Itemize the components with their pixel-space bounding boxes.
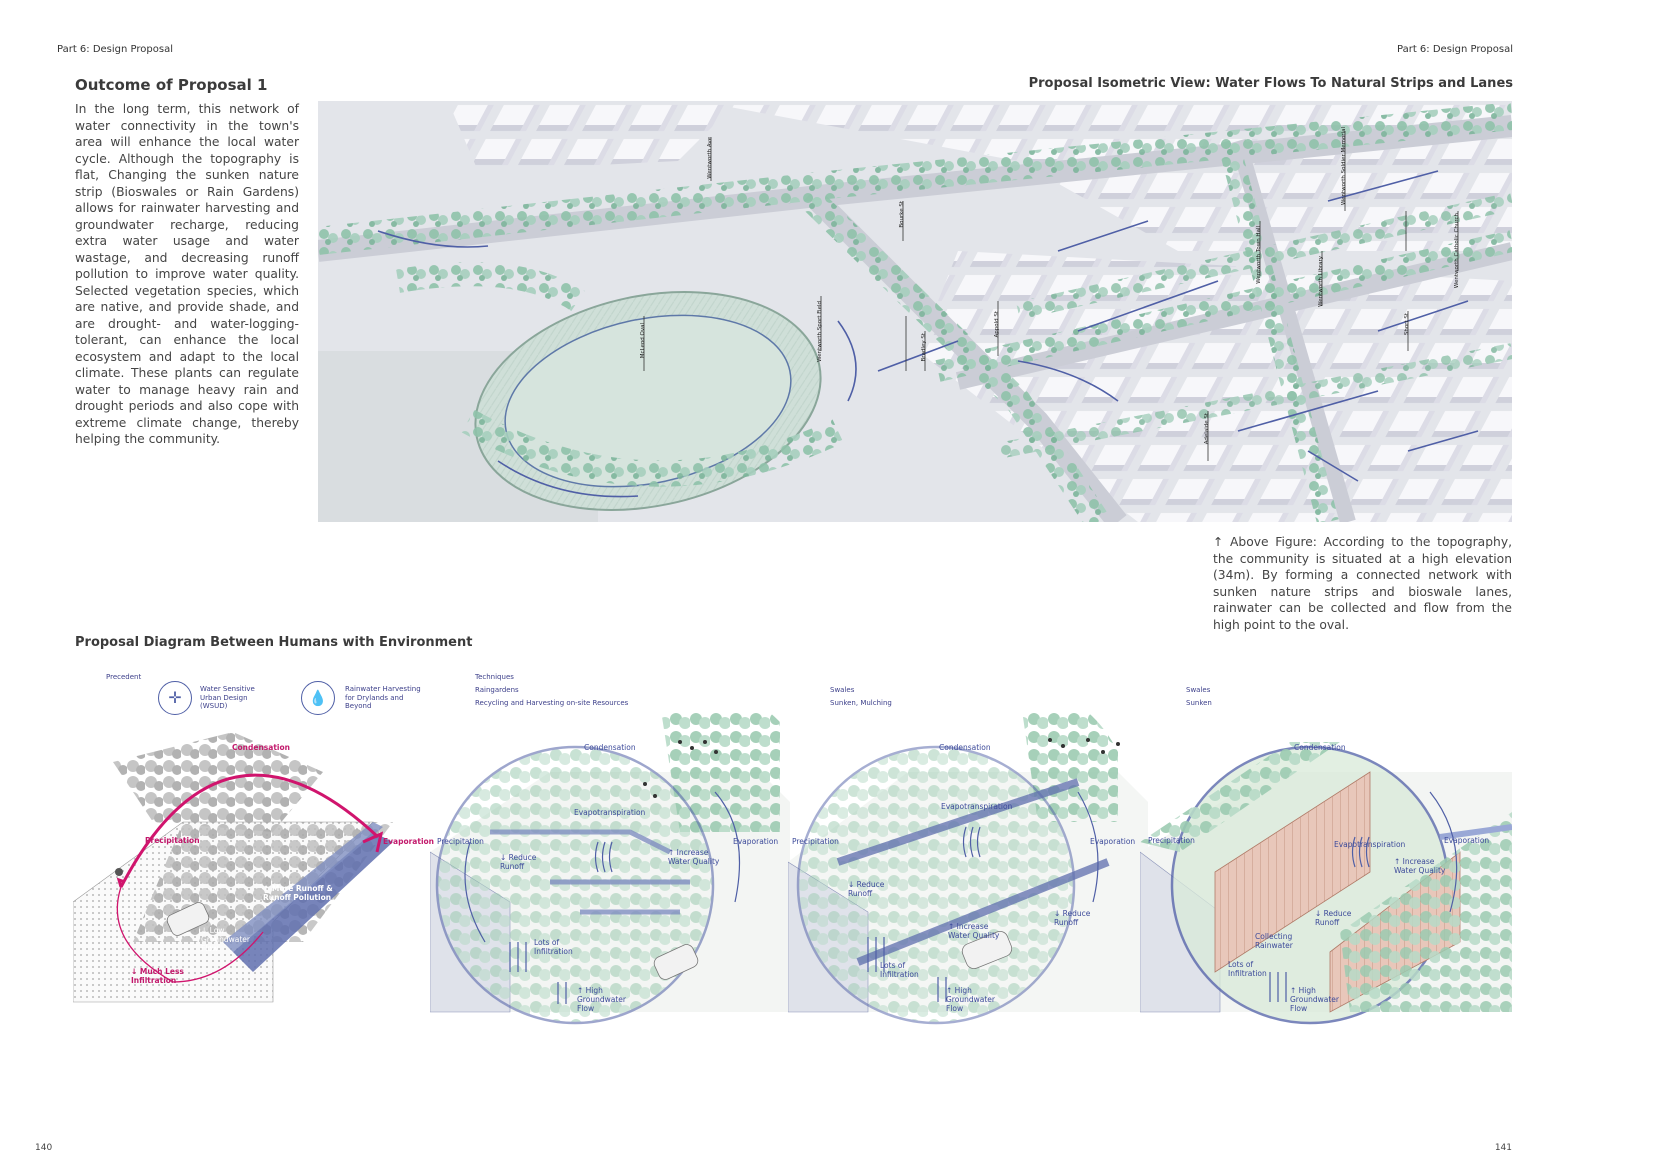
diagram-panel-raingardens: Condensation Precipitation Evaporation E… — [429, 672, 790, 1032]
p4-evaporation: Evaporation — [1444, 836, 1490, 845]
map-label-short: Short St — [1404, 313, 1410, 336]
outcome-body: In the long term, this network of water … — [75, 102, 299, 446]
wsud-icon: ✛ — [158, 681, 192, 715]
map-label-ave: Wentworth Ave — [707, 137, 713, 179]
isometric-map-graphic — [318, 101, 1512, 522]
diagram-panel-swales-sunken: Condensation Precipitation Evaporation E… — [1139, 712, 1513, 1032]
p4-precipitation: Precipitation — [1148, 836, 1195, 845]
rainwater-icon: 💧 — [301, 681, 335, 715]
map-label-town-hall: Wentworth Town Hall — [1256, 226, 1262, 284]
isometric-caption: ↑ Above Figure: According to the topogra… — [1213, 535, 1512, 632]
p3-groundwater: ↑ High Groundwater Flow — [946, 986, 995, 1013]
techniques-line-1: Raingardens — [475, 686, 519, 694]
p2-runoff: ↓ Reduce Runoff — [500, 853, 537, 871]
p4-collecting: Collecting Rainwater — [1255, 932, 1293, 950]
panel-swales-sunken-graphic — [1139, 742, 1513, 1025]
p1-evaporation: Evaporation — [383, 837, 435, 846]
p1-condensation: Condensation — [232, 743, 290, 752]
swales2-line: Sunken — [1186, 699, 1212, 707]
p1-groundwater: ↓ Low Groundwater Flow — [201, 926, 250, 953]
map-label-bourke: Bourke St — [899, 201, 905, 228]
techniques-heading: Techniques — [475, 673, 514, 681]
p2-infiltration: Lots of Infiltration — [534, 938, 573, 956]
diagram-panel-existing: Condensation Precipitation Evaporation ↑… — [72, 712, 435, 1032]
panel-existing-graphic — [72, 732, 393, 1003]
p3-infiltration: Lots of Infiltration — [880, 961, 919, 979]
map-label-library: Wentworth Library — [1318, 256, 1324, 307]
p3-evaporation: Evaporation — [1090, 837, 1136, 846]
p2-condensation: Condensation — [584, 743, 636, 752]
p3-quality: ↑ Increase Water Quality — [948, 922, 1000, 940]
p4-evapotranspiration: Evapotranspiration — [1334, 840, 1406, 849]
p4-runoff: ↓ Reduce Runoff — [1315, 909, 1352, 927]
map-label-appold: Appold St — [994, 311, 1000, 338]
map-label-church: Wentworth Catholic Church — [1454, 213, 1460, 289]
swales1-line: Sunken, Mulching — [830, 699, 892, 707]
p4-infiltration: Lots of Infiltration — [1228, 960, 1267, 978]
p3-runoff-left: ↓ Reduce Runoff — [848, 880, 885, 898]
p4-condensation: Condensation — [1294, 743, 1346, 752]
p2-evaporation: Evaporation — [733, 837, 779, 846]
map-label-memorial: Wentworth Soldier Memorial — [1341, 127, 1347, 205]
p4-quality: ↑ Increase Water Quality — [1394, 857, 1446, 875]
p2-precipitation: Precipitation — [437, 837, 484, 846]
p1-infiltration: ↓ Much Less Infiltration — [131, 967, 184, 985]
techniques-line-2: Recycling and Harvesting on-site Resourc… — [475, 699, 629, 707]
panel-swales-mulching-graphic — [787, 682, 1148, 1025]
p2-groundwater: ↑ High Groundwater Flow — [577, 986, 626, 1013]
p3-runoff-right: ↓ Reduce Runoff — [1054, 909, 1091, 927]
page-number-right: 141 — [1494, 1143, 1512, 1153]
isometric-title: Proposal Isometric View: Water Flows To … — [1028, 76, 1513, 91]
p2-quality: ↑ Increase Water Quality — [668, 848, 720, 866]
swales1-heading: Swales — [830, 686, 855, 694]
p1-precipitation: Precipitation — [145, 836, 200, 845]
map-label-bradley: Bradley St — [921, 333, 927, 362]
p3-condensation: Condensation — [939, 743, 991, 752]
precedent-heading: Precedent — [106, 673, 142, 681]
diagram-title: Proposal Diagram Between Humans with Env… — [75, 635, 473, 650]
p1-runoff: ↑ More Runoff & Runoff Pollution — [263, 884, 333, 902]
swales2-heading: Swales — [1186, 686, 1211, 694]
p3-precipitation: Precipitation — [792, 837, 839, 846]
panel-raingardens-graphic — [429, 672, 790, 1025]
p4-groundwater: ↑ High Groundwater Flow — [1290, 986, 1339, 1013]
outcome-title: Outcome of Proposal 1 — [75, 76, 268, 94]
page-number-left: 140 — [35, 1143, 53, 1153]
map-label-oval: McLeod Oval — [640, 323, 646, 359]
isometric-map: McLeod Oval Wentworth Sport Field Wentwo… — [318, 101, 1512, 522]
precedent-item-2: Rainwater Harvesting for Drylands and Be… — [345, 685, 421, 710]
map-label-sport-field: Wentworth Sport Field — [817, 301, 823, 362]
diagram-panel-swales-mulching: Condensation Precipitation Evaporation E… — [787, 682, 1148, 1032]
running-header-left: Part 6: Design Proposal — [57, 44, 173, 55]
p2-evapotranspiration: Evapotranspiration — [574, 808, 646, 817]
map-label-adelaide: Adelaide St — [1204, 413, 1210, 445]
running-header-right: Part 6: Design Proposal — [1397, 44, 1513, 55]
p3-evapotranspiration: Evapotranspiration — [941, 802, 1013, 811]
precedent-item-1: Water Sensitive Urban Design (WSUD) — [200, 685, 255, 710]
